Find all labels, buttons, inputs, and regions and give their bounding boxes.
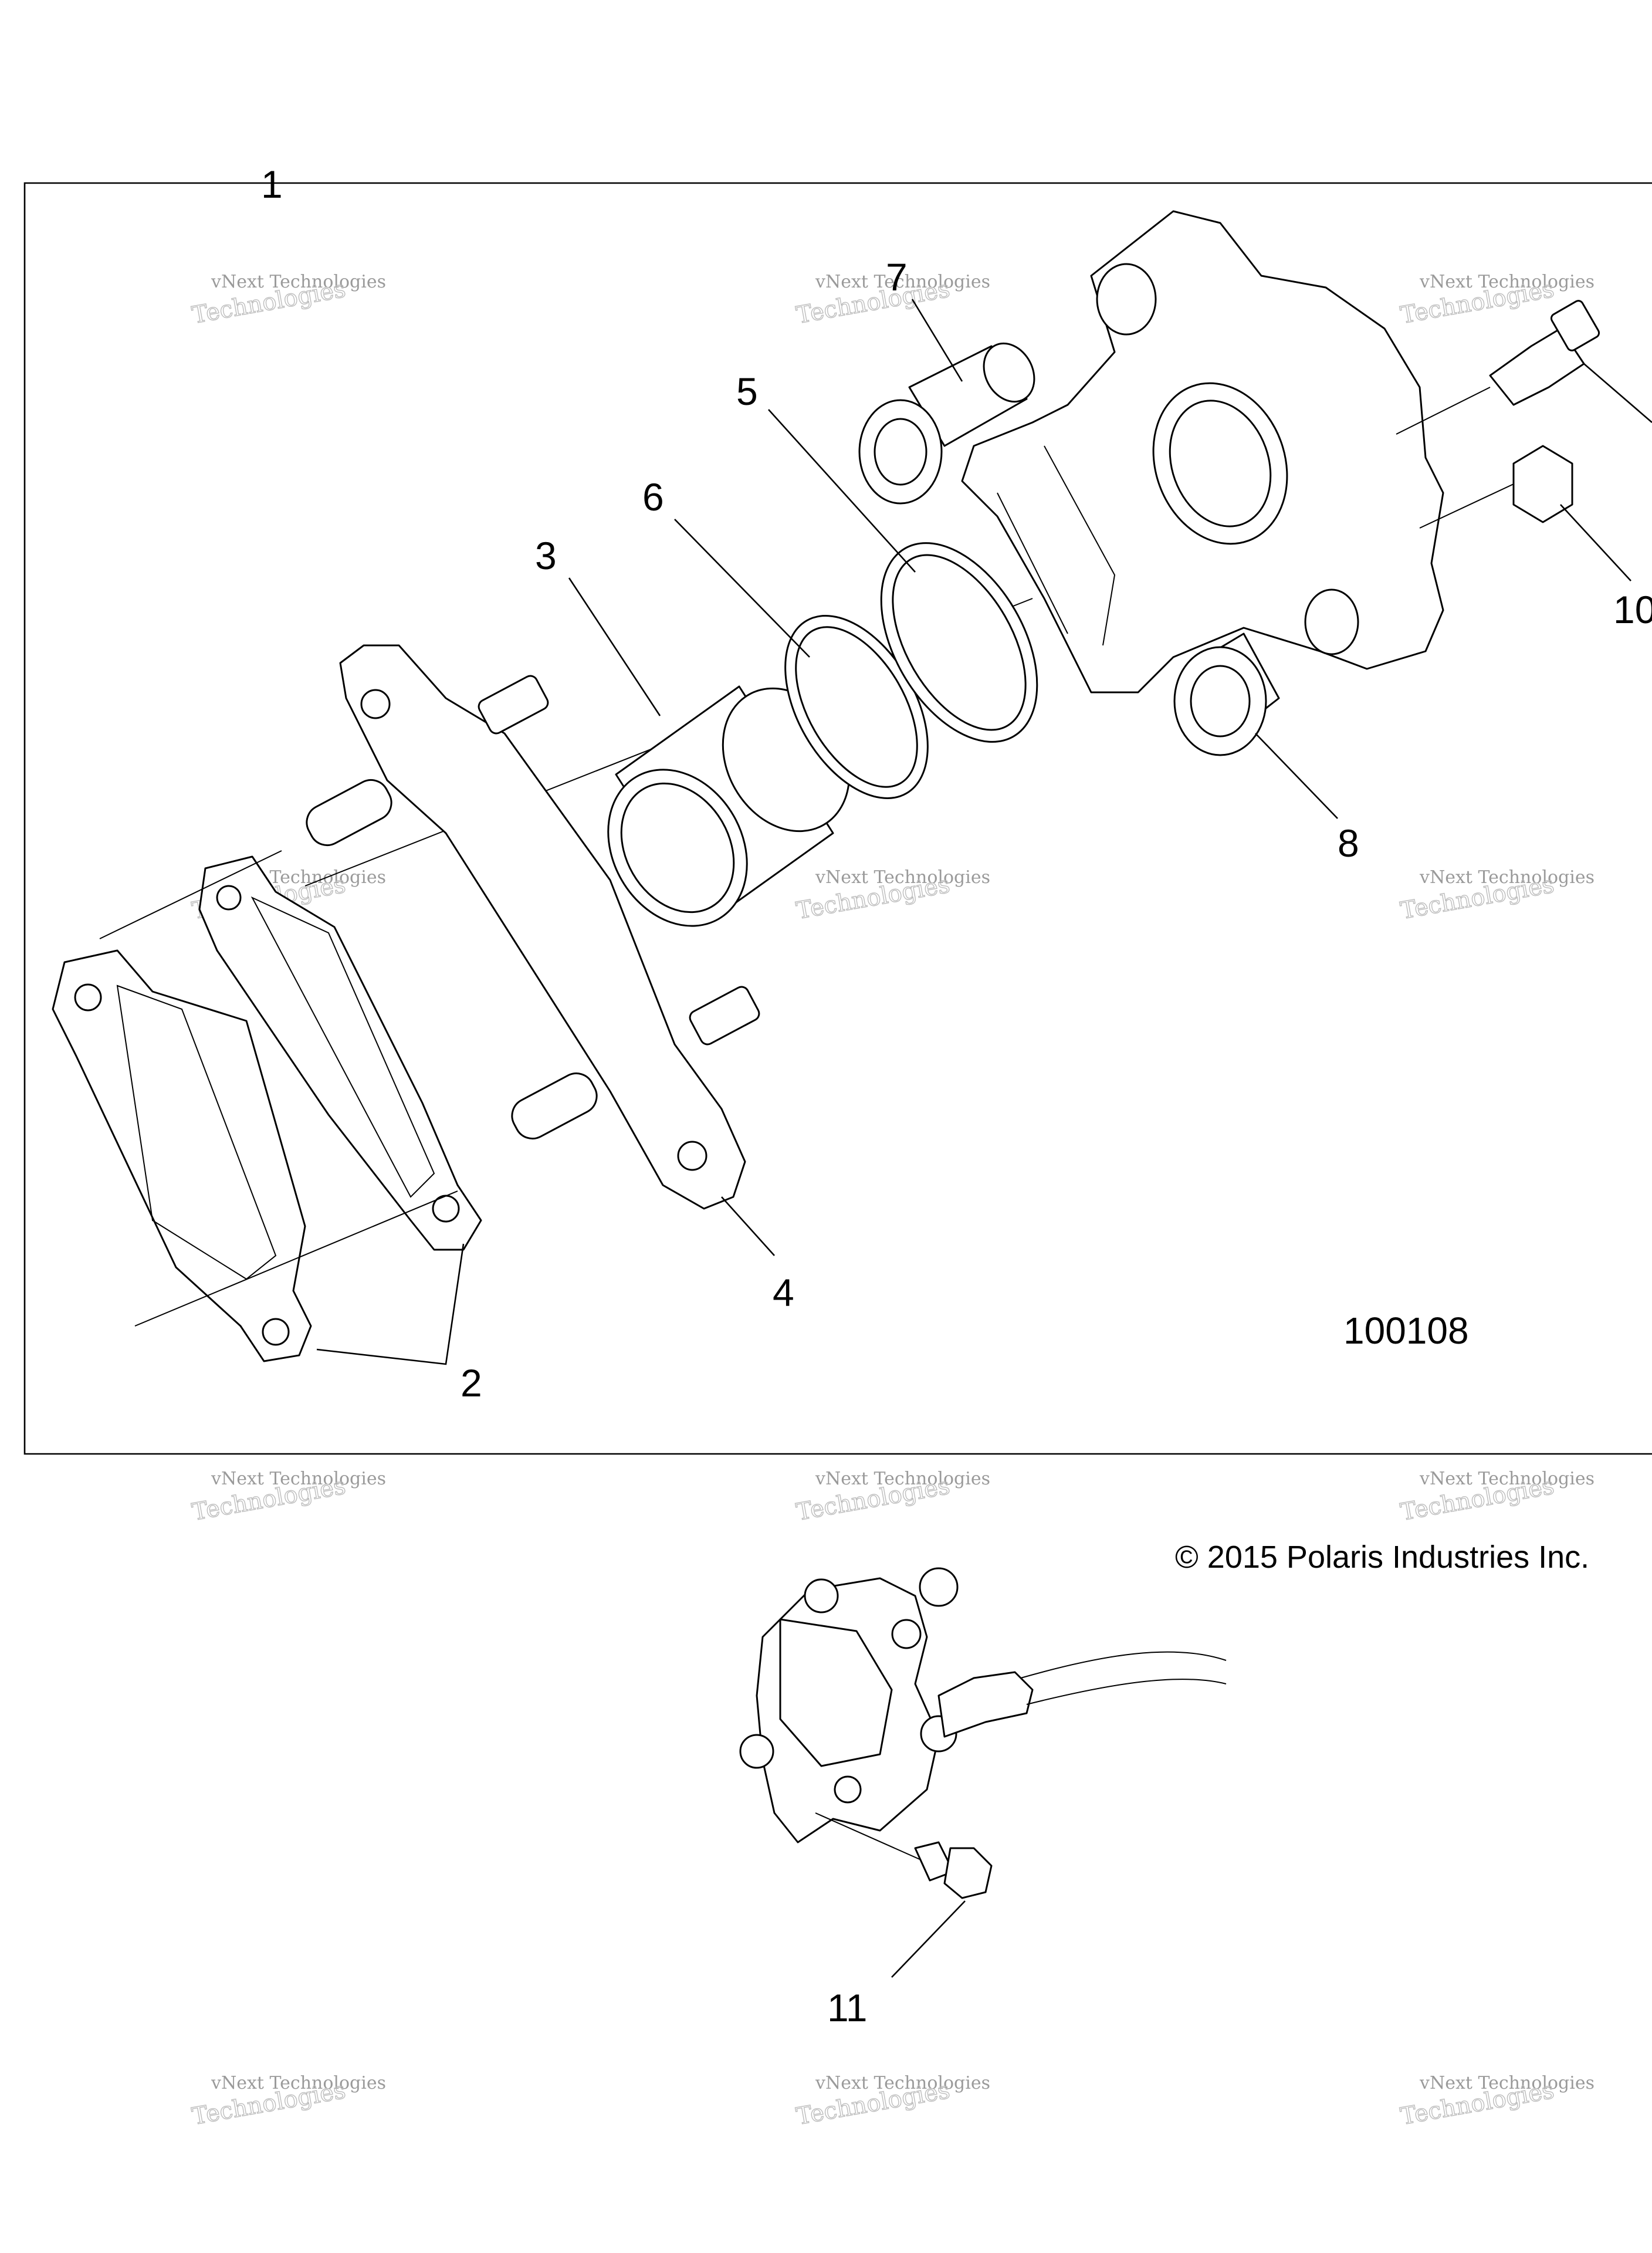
callout-1-label: 1: [261, 163, 283, 206]
watermark-line1: vNext Technologies: [1419, 867, 1595, 888]
watermark: vNext Technologies Technologies: [794, 2073, 990, 2131]
callout-10-label: 10: [1613, 588, 1652, 631]
piston-seal: [880, 542, 1038, 743]
watermark-line1: vNext Technologies: [211, 1469, 386, 1489]
callout-6-label: 6: [642, 475, 664, 519]
watermark: vNext Technologies Technologies: [794, 867, 990, 925]
watermark-line1: vNext Technologies: [815, 2073, 990, 2093]
watermark: vNext Technologies Technologies: [1398, 2073, 1595, 2131]
assembly-frame: [23, 182, 1652, 1455]
watermark-line1: vNext Technologies: [815, 272, 990, 292]
callout-5-label: 5: [736, 370, 758, 413]
watermark-line1: vNext Technologies: [815, 867, 990, 888]
callout-2-label: 2: [461, 1361, 482, 1405]
callout-4-label: 4: [773, 1271, 794, 1314]
caliper-body: [961, 210, 1444, 694]
watermark: vNext Technologies Technologies: [1398, 1469, 1595, 1527]
dust-seal: [784, 615, 929, 799]
copyright-notice: © 2015 Polaris Industries Inc.: [1175, 1540, 1589, 1575]
callout-1: 1: [261, 163, 283, 206]
watermark-line1: vNext Technologies: [211, 272, 386, 292]
watermark: vNext Technologies Technologies: [189, 2073, 386, 2131]
pad-guide-lines: [99, 850, 458, 1327]
watermark-line1: vNext Technologies: [815, 1469, 990, 1489]
brake-pad-outer: [52, 949, 312, 1362]
watermark-line1: vNext Technologies: [1419, 272, 1595, 292]
bleeder-valve: [1396, 300, 1600, 435]
watermark: vNext Technologies Technologies: [189, 1469, 386, 1527]
brake-pad-inner: [198, 855, 482, 1251]
watermark-line1: vNext Technologies: [1419, 2073, 1595, 2093]
pin-boot: [1173, 632, 1280, 756]
watermark: vNext Technologies Technologies: [1398, 867, 1595, 925]
slide-pin: [858, 342, 1035, 505]
watermark: vNext Technologies Technologies: [1398, 272, 1595, 330]
caliper-mounted-view: [739, 1567, 1227, 1843]
piston: [607, 685, 851, 927]
callout-11-label: 11: [827, 1986, 868, 2029]
mounting-bolt: [815, 1812, 993, 1899]
bleeder-cap: [1419, 445, 1573, 529]
callout-7-label: 7: [886, 255, 908, 299]
callout-8-label: 8: [1338, 821, 1359, 865]
watermark: vNext Technologies Technologies: [794, 1469, 990, 1527]
watermark-line1: vNext Technologies: [211, 2073, 386, 2093]
watermark: vNext Technologies Technologies: [189, 272, 386, 330]
watermark-line1: vNext Technologies: [1419, 1469, 1595, 1489]
figure-number: 100108: [1343, 1310, 1469, 1352]
caliper-bracket: [306, 644, 760, 1210]
leader-lines: [316, 299, 1652, 1365]
callout-3-label: 3: [535, 534, 557, 577]
callout-11-leader: [891, 1900, 966, 1978]
